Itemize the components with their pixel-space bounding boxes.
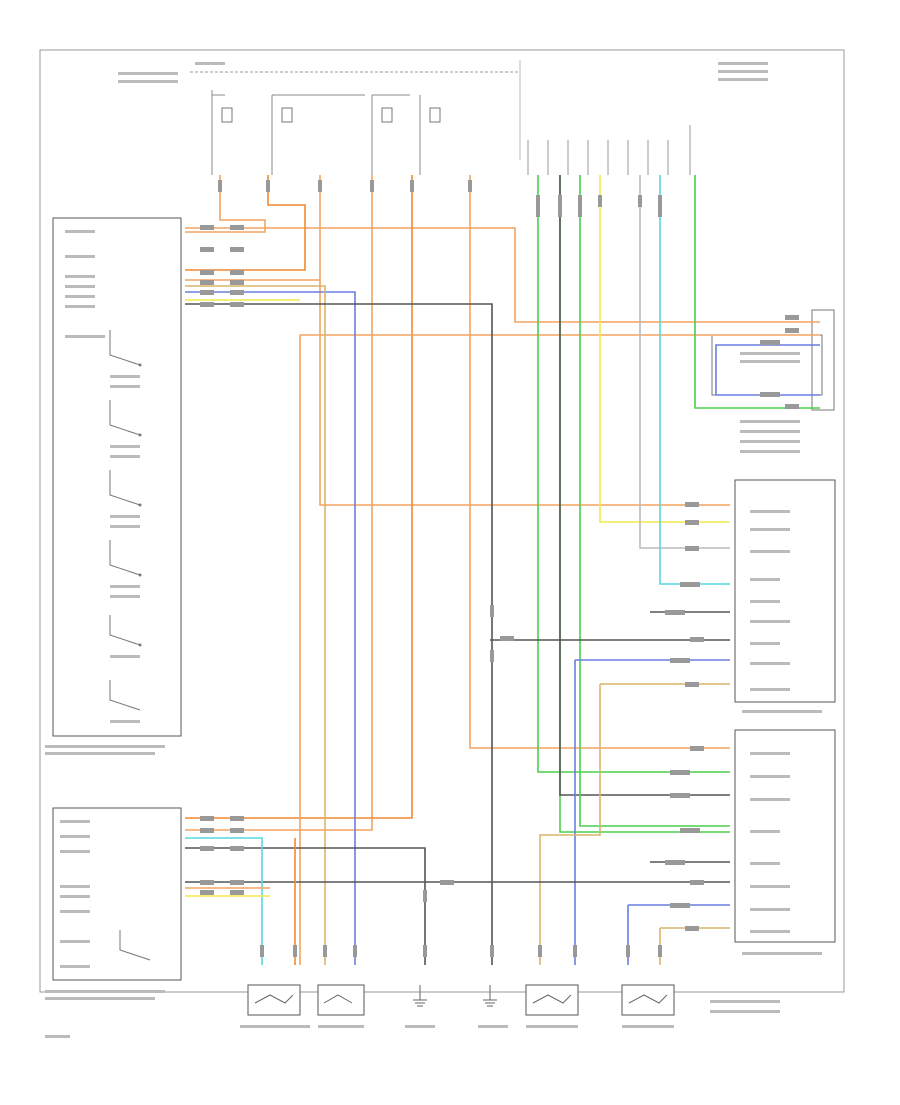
module-switches (109, 330, 151, 961)
driver-heater (317, 984, 365, 1016)
right-rear-heated-seat-module (734, 729, 836, 943)
connector-tags (200, 225, 799, 931)
module-pin-labels (45, 62, 822, 1038)
motor-icon (323, 994, 353, 1004)
fuse-block (211, 90, 441, 175)
motor-icon (628, 994, 668, 1004)
left-rear-heater (525, 984, 579, 1016)
diagram-border (39, 49, 845, 993)
seat-heater-elements (247, 984, 675, 1016)
fuse-icon (221, 107, 233, 123)
vertical-connector-tags (218, 180, 662, 957)
front-passenger-heater (247, 984, 301, 1016)
fuse-icon (381, 107, 393, 123)
ground-icon (413, 985, 497, 1007)
switch-icon (138, 363, 142, 647)
right-rear-heater (621, 984, 675, 1016)
left-rear-heated-seat-module (734, 479, 836, 703)
fuse-icon (429, 107, 441, 123)
wire-harness (185, 175, 820, 965)
motor-icon (254, 994, 294, 1004)
top-connector-pins (527, 125, 691, 175)
motor-icon (532, 994, 572, 1004)
lower-left-module (52, 807, 182, 981)
fuse-icon (281, 107, 293, 123)
left-control-module (52, 217, 182, 737)
right-connector-block (811, 309, 835, 411)
